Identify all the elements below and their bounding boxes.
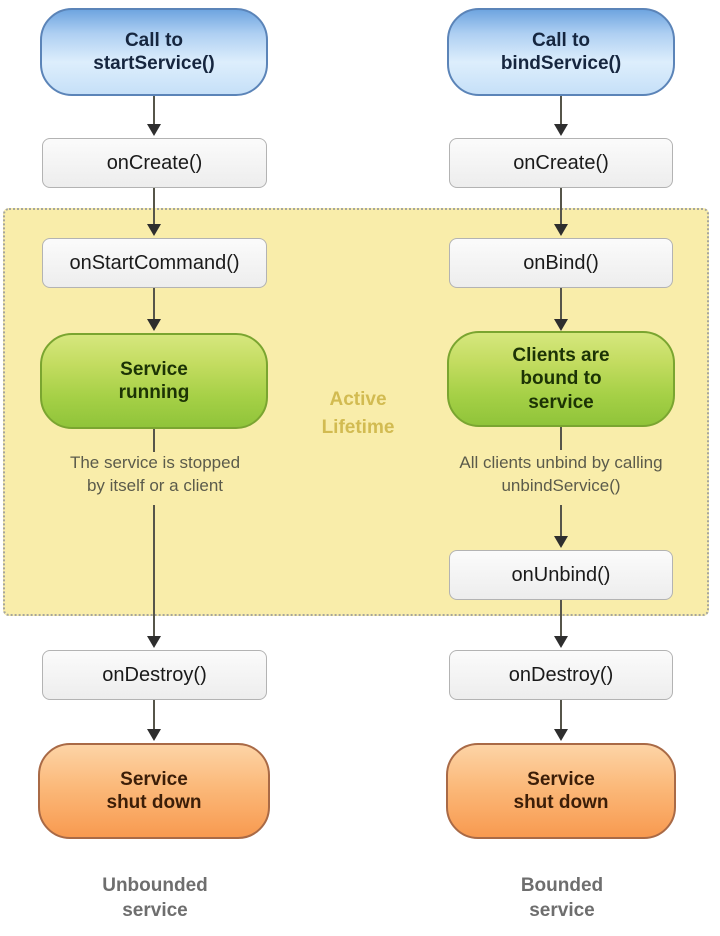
arrow-onstartcommand-to-running	[147, 288, 161, 331]
node-oncreate-right: onCreate()	[449, 138, 673, 188]
node-ondestroy-left: onDestroy()	[42, 650, 267, 700]
node-onbind: onBind()	[449, 238, 673, 288]
arrow-ondestroy-to-shutdown-right	[554, 700, 568, 741]
footer-bounded-service: Bounded service	[520, 875, 604, 921]
node-call-startservice: Call to startService()	[40, 8, 268, 96]
node-onunbind: onUnbind()	[449, 550, 673, 600]
arrow-onunbind-to-ondestroy	[554, 600, 568, 648]
node-shutdown-right: Service shut down	[446, 743, 676, 839]
arrow-start-to-oncreate-left	[147, 96, 161, 136]
arrow-start-to-oncreate-right	[554, 96, 568, 136]
arrow-caption-to-onunbind	[554, 505, 568, 548]
node-onstartcommand: onStartCommand()	[42, 238, 267, 288]
node-call-bindservice: Call to bindService()	[447, 8, 675, 96]
arrow-caption-to-ondestroy-left	[147, 505, 161, 648]
arrow-onbind-to-bound	[554, 288, 568, 331]
node-oncreate-left: onCreate()	[42, 138, 267, 188]
node-service-running: Service running	[40, 333, 268, 429]
arrow-ondestroy-to-shutdown-left	[147, 700, 161, 741]
node-shutdown-left: Service shut down	[38, 743, 270, 839]
footer-unbounded-service: Unbounded service	[102, 875, 208, 921]
node-ondestroy-right: onDestroy()	[449, 650, 673, 700]
arrow-oncreate-to-onbind	[554, 188, 568, 236]
active-lifetime-label: Active Lifetime	[321, 389, 395, 438]
arrow-stub-running-to-caption	[147, 429, 161, 452]
arrow-stub-bound-to-caption	[554, 427, 568, 450]
arrow-oncreate-to-onstartcommand	[147, 188, 161, 236]
caption-service-stopped: The service is stopped by itself or a cl…	[69, 453, 241, 495]
caption-clients-unbind: All clients unbind by calling unbindServ…	[459, 453, 663, 495]
node-clients-bound: Clients are bound to service	[447, 331, 675, 427]
